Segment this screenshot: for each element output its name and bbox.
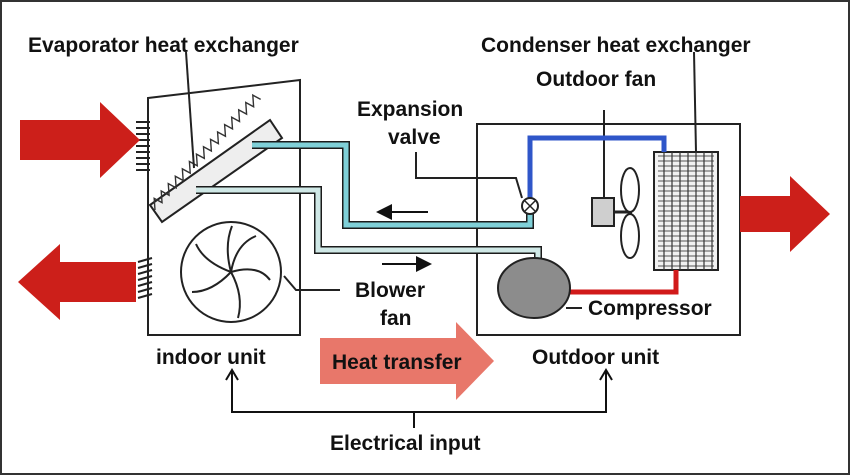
expansion-label-line1: Expansion: [357, 98, 463, 121]
heat-transfer-label: Heat transfer: [332, 351, 462, 374]
indoor-outlet-grille: [137, 257, 153, 299]
outdoor-fan: [591, 110, 640, 259]
blower-label-line2: fan: [380, 307, 412, 330]
liquid-line: [527, 135, 667, 198]
condenser-label: Condenser heat exchanger: [481, 34, 751, 57]
exhaust-arrow: [740, 176, 830, 252]
hot-gas-line: [566, 270, 679, 295]
compressor-label: Compressor: [588, 297, 712, 320]
expansion-label-line2: valve: [388, 126, 441, 149]
electrical-lines: [225, 368, 613, 428]
outdoor-fan-label: Outdoor fan: [536, 68, 656, 91]
cold-refrigerant-fill: [252, 142, 533, 228]
evaporator-label: Evaporator heat exchanger: [28, 34, 299, 57]
condenser-coil: [653, 151, 719, 271]
expansion-valve: [521, 197, 539, 215]
leader-lines: [185, 51, 697, 309]
compressor: [497, 257, 571, 319]
blower-fan: [180, 221, 282, 323]
outdoor-unit-label: Outdoor unit: [532, 346, 659, 369]
indoor-inlet-grille: [136, 121, 150, 171]
air-out-arrow: [18, 244, 136, 320]
electrical-input-label: Electrical input: [330, 432, 481, 455]
air-in-arrow: [20, 102, 140, 178]
suction-line-fill: [196, 187, 541, 262]
evaporator-coil: [148, 93, 284, 224]
indoor-unit-label: indoor unit: [156, 346, 266, 369]
blower-label-line1: Blower: [355, 279, 425, 302]
heat-transfer-arrow: [320, 322, 494, 400]
